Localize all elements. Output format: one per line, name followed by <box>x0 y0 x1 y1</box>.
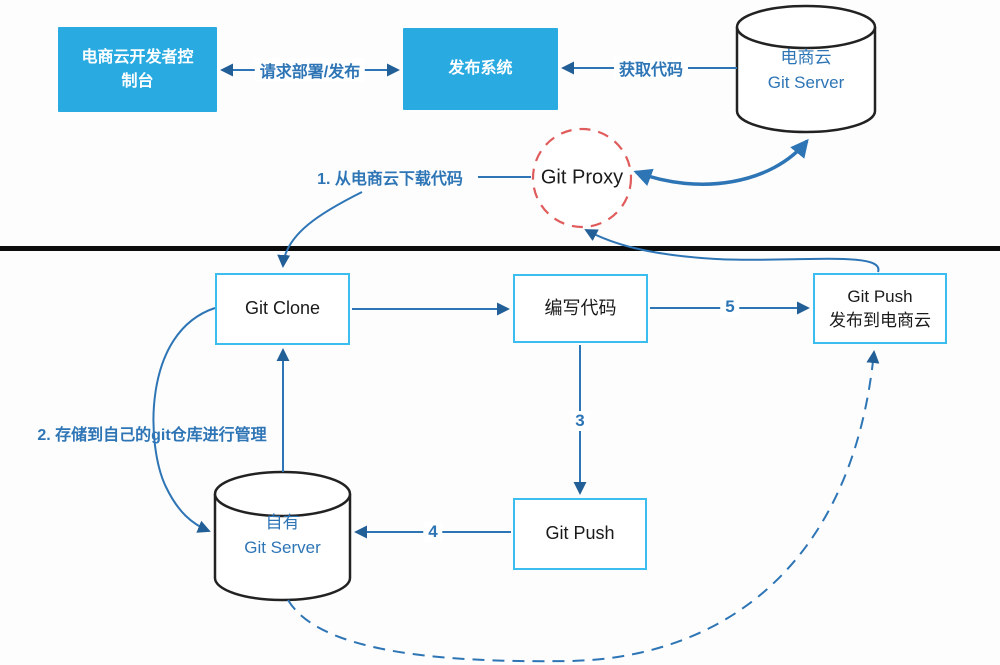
arrow-proxy-gitserver <box>633 138 809 186</box>
node-git-push-publish-line2: 发布到电商云 <box>829 310 931 330</box>
edge-label-get-code: 获取代码 <box>613 56 689 80</box>
node-own-git-server: 自有 Git Server <box>215 511 350 560</box>
node-git-clone-label: Git Clone <box>244 298 321 319</box>
edge-label-step1: 1. 从电商云下载代码 <box>317 171 463 188</box>
arrow-step1-to-gitclone <box>277 191 363 268</box>
node-git-push-publish: Git Push 发布到电商云 <box>813 273 947 344</box>
node-console-label-line2: 制台 <box>121 72 154 90</box>
node-git-clone: Git Clone <box>215 273 350 345</box>
arrow-clone-to-ownserver <box>152 307 216 533</box>
node-git-proxy-label: Git Proxy <box>540 166 624 189</box>
zone-divider-line <box>0 246 1000 251</box>
git-proxy-circle <box>531 127 633 229</box>
ecommerce-git-server-label-line2: Git Server <box>767 72 845 92</box>
node-git-push-label: Git Push <box>545 523 615 544</box>
edge-label-request-deploy: 请求部署/发布 <box>254 58 366 82</box>
node-git-push: Git Push <box>513 498 647 570</box>
arrow-publish-to-proxy <box>584 229 880 273</box>
node-ecommerce-git-server: 电商云 Git Server <box>737 46 875 95</box>
edge-label-step5: 5 <box>720 297 740 317</box>
node-git-push-publish-line1: Git Push <box>847 286 913 306</box>
arrow-ownserver-to-publish-dashed <box>287 350 880 663</box>
edge-label-step4: 4 <box>423 522 443 542</box>
own-git-server-label-line2: Git Server <box>244 537 321 557</box>
own-git-server-label-line1: 自有 <box>265 513 300 532</box>
node-write-code-label: 编写代码 <box>544 297 617 318</box>
ecommerce-git-server-cylinder <box>735 4 877 134</box>
node-write-code: 编写代码 <box>513 274 648 343</box>
node-console: 电商云开发者控 制台 <box>58 27 217 112</box>
ecommerce-git-server-label-line1: 电商云 <box>780 48 832 67</box>
edge-label-step3: 3 <box>570 411 590 431</box>
edge-label-step2: 2. 存储到自己的git仓库进行管理 <box>37 427 267 444</box>
node-console-label-line1: 电商云开发者控 <box>81 48 194 66</box>
node-release-system-label: 发布系统 <box>448 60 513 77</box>
node-release-system: 发布系统 <box>403 28 558 110</box>
